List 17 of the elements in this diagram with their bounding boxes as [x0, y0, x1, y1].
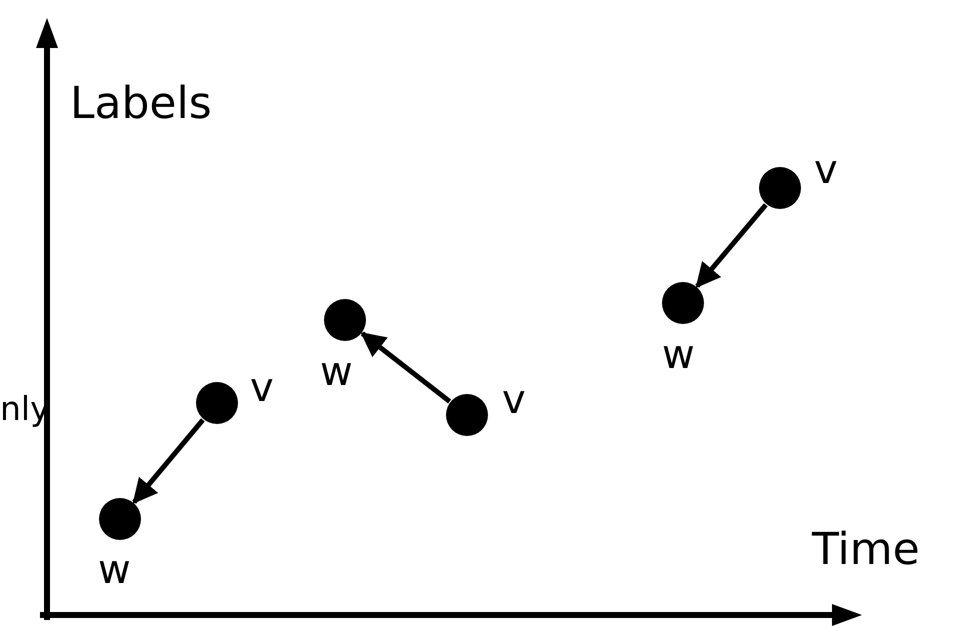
- data-point: [662, 282, 704, 324]
- point-label: w: [662, 335, 695, 375]
- arrow: [360, 332, 452, 404]
- point-label: w: [320, 352, 353, 392]
- point-label: v: [814, 150, 838, 190]
- data-point: [99, 498, 141, 540]
- point-label: v: [502, 380, 526, 420]
- data-point: [446, 394, 488, 436]
- point-label: w: [98, 550, 131, 590]
- axis-label: Time: [812, 528, 920, 572]
- point-label: v: [250, 368, 274, 408]
- data-point: [759, 167, 801, 209]
- arrow: [132, 418, 205, 504]
- axis-label: Labels: [70, 82, 212, 126]
- arrow: [695, 203, 768, 288]
- data-point: [196, 382, 238, 424]
- data-point: [324, 299, 366, 341]
